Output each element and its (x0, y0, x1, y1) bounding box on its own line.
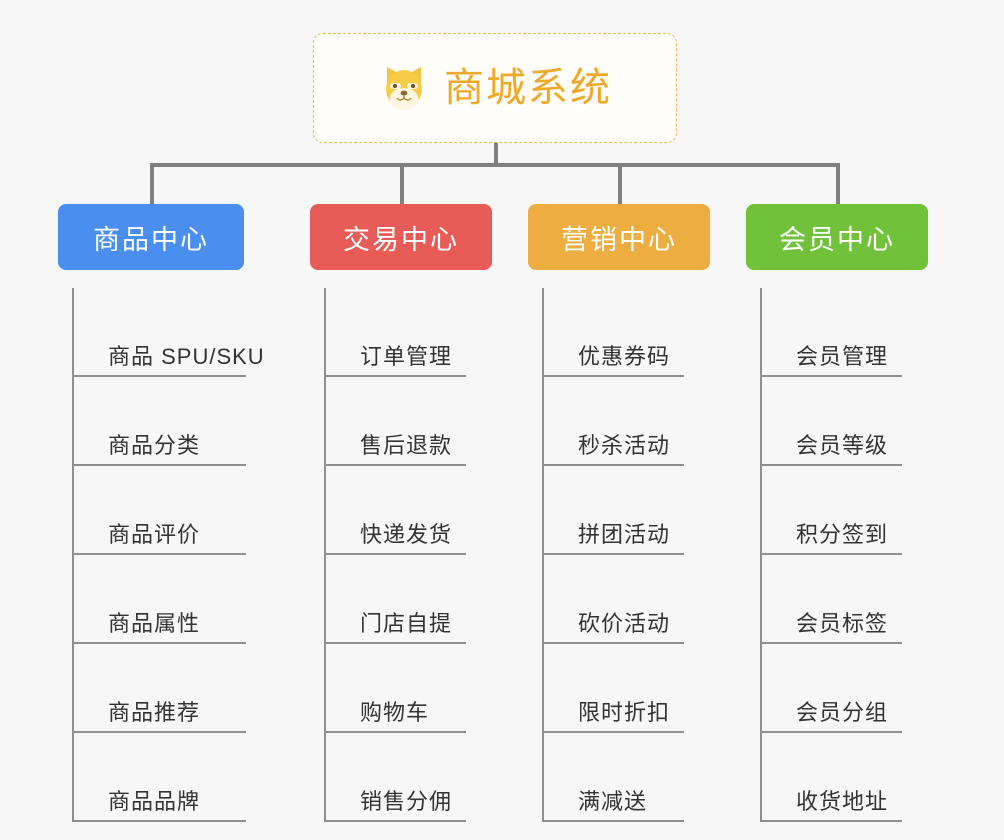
category-header-products[interactable]: 商品中心 (58, 204, 244, 270)
leaf-label: 会员分组 (796, 699, 889, 725)
leaf-label: 拼团活动 (578, 521, 671, 547)
leaf-label: 砍价活动 (578, 610, 671, 636)
category-header-member[interactable]: 会员中心 (746, 204, 928, 270)
list-item[interactable]: 购物车 (326, 644, 466, 733)
dog-face-icon (378, 62, 430, 114)
leaf-label: 销售分佣 (360, 788, 453, 814)
category-label: 商品中心 (93, 224, 209, 255)
category-column-products: 商品中心 商品 SPU/SKU 商品分类 商品评价 商品属性 商品推荐 商品品牌 (58, 204, 264, 822)
list-item[interactable]: 秒杀活动 (544, 377, 684, 466)
category-column-trade: 交易中心 订单管理 售后退款 快递发货 门店自提 购物车 销售分佣 (310, 204, 492, 822)
leaf-label: 商品属性 (108, 610, 201, 636)
leaf-label: 会员标签 (796, 610, 889, 636)
leaf-label: 快递发货 (360, 521, 453, 547)
leaf-label: 购物车 (360, 699, 430, 725)
list-item[interactable]: 订单管理 (326, 288, 466, 377)
leaf-label: 收货地址 (796, 788, 889, 814)
leaf-list-marketing: 优惠券码 秒杀活动 拼团活动 砍价活动 限时折扣 满减送 (542, 288, 710, 822)
leaf-label: 积分签到 (796, 521, 889, 547)
list-item[interactable]: 积分签到 (762, 466, 902, 555)
connector-drop-4 (836, 163, 840, 204)
leaf-list-trade: 订单管理 售后退款 快递发货 门店自提 购物车 销售分佣 (324, 288, 492, 822)
connector-drop-3 (618, 163, 622, 204)
connector-stem (494, 143, 498, 166)
connector-drop-2 (400, 163, 404, 204)
leaf-label: 限时折扣 (578, 699, 671, 725)
list-item[interactable]: 收货地址 (762, 733, 902, 822)
leaf-label: 秒杀活动 (578, 432, 671, 458)
leaf-label: 门店自提 (360, 610, 453, 636)
category-header-marketing[interactable]: 营销中心 (528, 204, 710, 270)
list-item[interactable]: 会员标签 (762, 555, 902, 644)
root-node[interactable]: 商城系统 (313, 33, 677, 143)
leaf-label: 会员管理 (796, 343, 889, 369)
leaf-list-member: 会员管理 会员等级 积分签到 会员标签 会员分组 收货地址 (760, 288, 928, 822)
list-item[interactable]: 商品 SPU/SKU (74, 288, 264, 377)
category-label: 交易中心 (343, 224, 459, 255)
leaf-label: 售后退款 (360, 432, 453, 458)
connector-drop-1 (150, 163, 154, 204)
leaf-label: 商品评价 (108, 521, 201, 547)
list-item[interactable]: 门店自提 (326, 555, 466, 644)
list-item[interactable]: 会员等级 (762, 377, 902, 466)
list-item[interactable]: 快递发货 (326, 466, 466, 555)
list-item[interactable]: 商品评价 (74, 466, 246, 555)
list-item[interactable]: 满减送 (544, 733, 684, 822)
list-item[interactable]: 售后退款 (326, 377, 466, 466)
leaf-label: 商品 SPU/SKU (108, 343, 265, 369)
category-column-member: 会员中心 会员管理 会员等级 积分签到 会员标签 会员分组 收货地址 (746, 204, 928, 822)
list-item[interactable]: 砍价活动 (544, 555, 684, 644)
list-item[interactable]: 销售分佣 (326, 733, 466, 822)
list-item[interactable]: 商品分类 (74, 377, 246, 466)
list-item[interactable]: 会员分组 (762, 644, 902, 733)
list-item[interactable]: 商品推荐 (74, 644, 246, 733)
leaf-label: 会员等级 (796, 432, 889, 458)
list-item[interactable]: 会员管理 (762, 288, 902, 377)
leaf-label: 商品分类 (108, 432, 201, 458)
category-column-marketing: 营销中心 优惠券码 秒杀活动 拼团活动 砍价活动 限时折扣 满减送 (528, 204, 710, 822)
leaf-label: 满减送 (578, 788, 648, 814)
connector-bar (150, 163, 840, 167)
category-label: 营销中心 (561, 224, 677, 255)
leaf-list-products: 商品 SPU/SKU 商品分类 商品评价 商品属性 商品推荐 商品品牌 (72, 288, 264, 822)
category-header-trade[interactable]: 交易中心 (310, 204, 492, 270)
leaf-label: 商品推荐 (108, 699, 201, 725)
leaf-label: 优惠券码 (578, 343, 671, 369)
leaf-label: 商品品牌 (108, 788, 201, 814)
list-item[interactable]: 拼团活动 (544, 466, 684, 555)
leaf-label: 订单管理 (360, 343, 453, 369)
list-item[interactable]: 商品品牌 (74, 733, 246, 822)
list-item[interactable]: 限时折扣 (544, 644, 684, 733)
list-item[interactable]: 优惠券码 (544, 288, 684, 377)
list-item[interactable]: 商品属性 (74, 555, 246, 644)
category-label: 会员中心 (779, 224, 895, 255)
root-title: 商城系统 (444, 66, 612, 110)
